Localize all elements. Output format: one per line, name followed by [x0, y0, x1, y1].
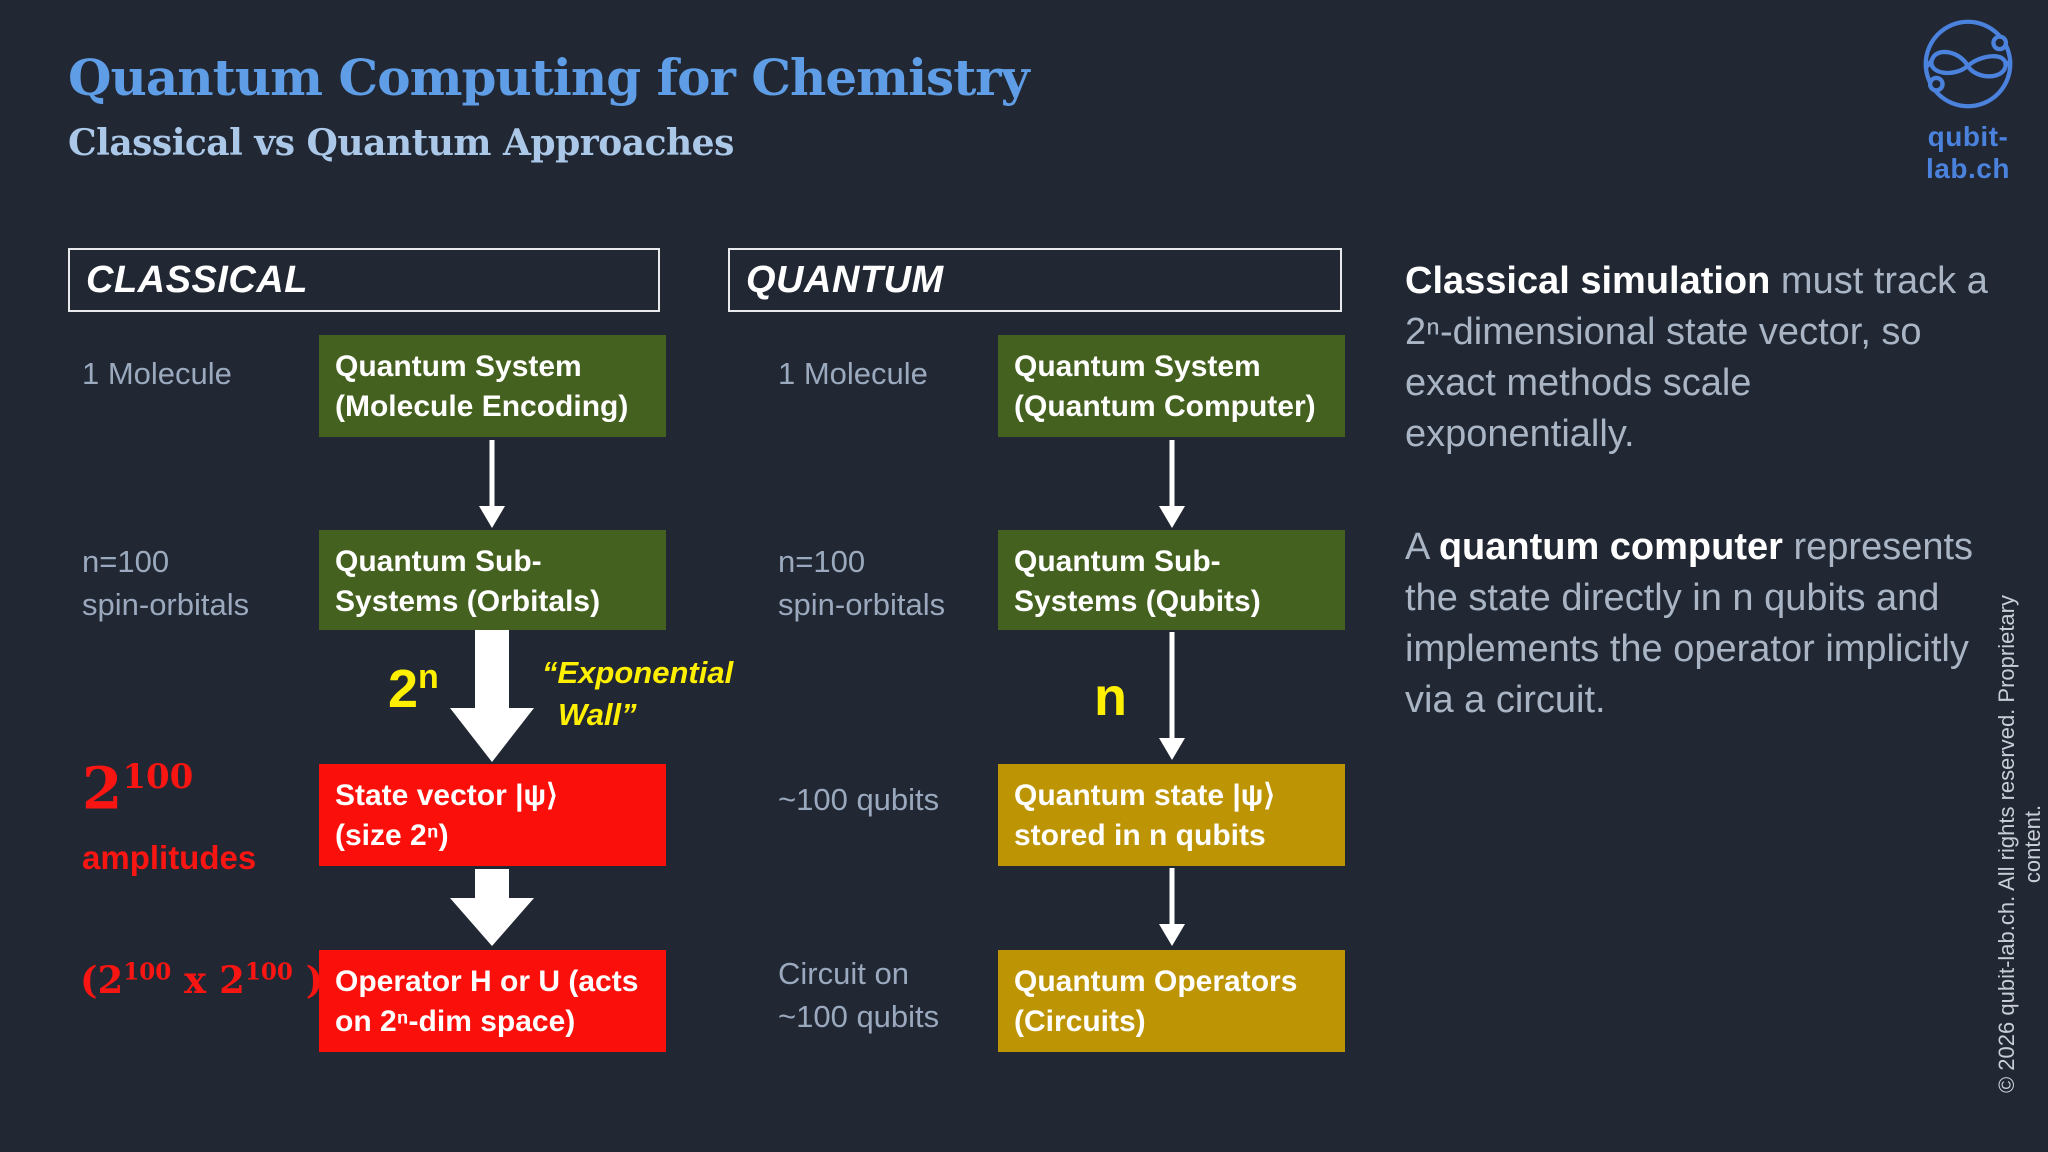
narrative-paragraph-quantum: A quantum computer represents the state … — [1405, 526, 1974, 721]
page-subtitle: Classical vs Quantum Approaches — [68, 122, 734, 164]
classical-column-header: CLASSICAL — [68, 248, 660, 312]
quantum-label-circuit: Circuit on ~100 qubits — [778, 956, 940, 1034]
quantum-column-header: QUANTUM — [728, 248, 1342, 312]
arrow-classical-block-1 — [450, 630, 534, 762]
arrow-quantum-3 — [1159, 868, 1185, 946]
quantum-label-100-qubits: ~100 qubits — [778, 782, 940, 817]
quantum-label-spin-orbitals: n=100 spin-orbitals — [778, 544, 946, 622]
box-quantum-subsystems-classical: Quantum Sub- Systems (Orbitals) — [319, 530, 666, 630]
classical-label-amplitude-count: 2100 — [82, 754, 194, 823]
quantum-header-label: QUANTUM — [746, 259, 944, 301]
classical-header-label: CLASSICAL — [86, 259, 308, 301]
box-state-vector: State vector |ψ⟩ (size 2ⁿ) — [319, 764, 666, 866]
arrow-quantum-2 — [1159, 632, 1185, 760]
classical-label-spin-orbitals: n=100 spin-orbitals — [82, 544, 250, 622]
classical-label-molecule: 1 Molecule — [82, 356, 232, 391]
qubit-lab-logo: qubit-lab.ch — [1888, 16, 2048, 185]
arrow-classical-block-2 — [450, 869, 534, 946]
arrow-quantum-1 — [1159, 440, 1185, 528]
box-quantum-system-classical: Quantum System (Molecule Encoding) — [319, 335, 666, 437]
narrative-text: Classical simulation must track a 2ⁿ-dim… — [1405, 256, 1990, 788]
exponential-wall-label: “Exponential Wall” — [542, 655, 734, 732]
quantum-label-molecule: 1 Molecule — [778, 356, 928, 391]
logo-infinity-icon — [1923, 19, 2013, 109]
exponential-2n-label: 2n — [388, 658, 439, 719]
narrative-paragraph-classical: Classical simulation must track a 2ⁿ-dim… — [1405, 260, 1988, 455]
logo-label: qubit-lab.ch — [1926, 121, 2010, 184]
qubit-n-label: n — [1094, 667, 1127, 727]
box-quantum-system-quantum: Quantum System (Quantum Computer) — [998, 335, 1345, 437]
box-operator: Operator H or U (acts on 2ⁿ-dim space) — [319, 950, 666, 1052]
box-quantum-subsystems-quantum: Quantum Sub- Systems (Qubits) — [998, 530, 1345, 630]
box-quantum-operators: Quantum Operators (Circuits) — [998, 950, 1345, 1052]
classical-label-amplitudes-word: amplitudes — [82, 839, 257, 876]
classical-label-matrix-size: (2100 x 2100 ) — [80, 958, 324, 1002]
arrow-classical-1 — [479, 440, 505, 528]
copyright-notice: © 2026 qubit-lab.ch. All rights reserved… — [1994, 595, 2045, 1094]
box-quantum-state: Quantum state |ψ⟩ stored in n qubits — [998, 764, 1345, 866]
page-title: Quantum Computing for Chemistry — [68, 48, 1030, 107]
